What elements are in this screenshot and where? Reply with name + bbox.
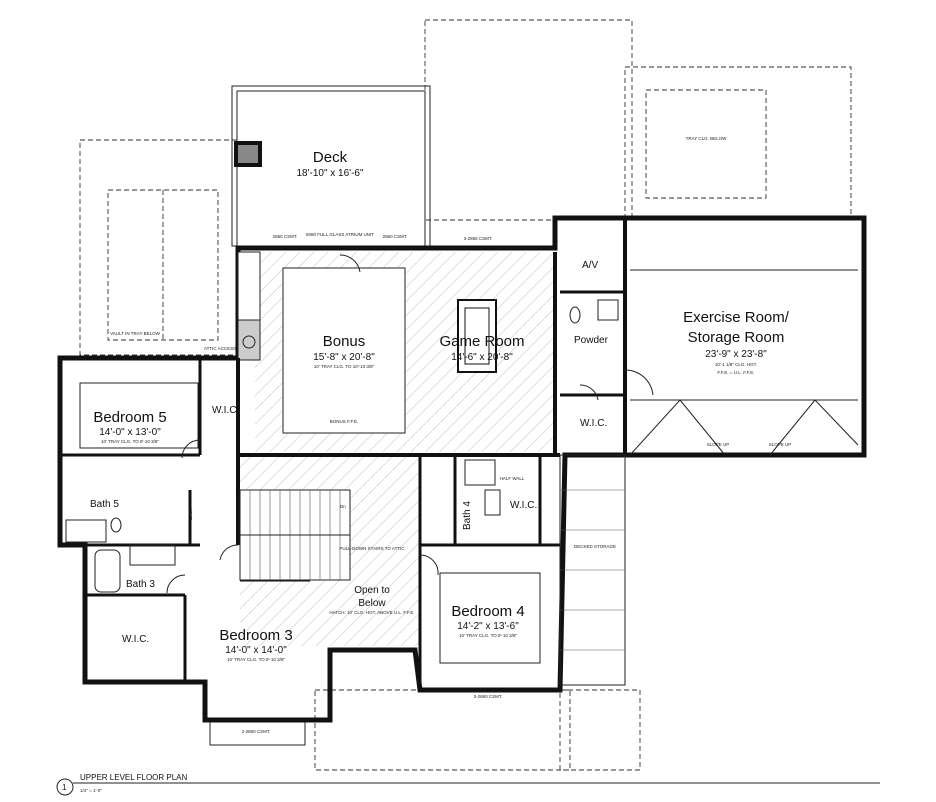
label-slope-1: SLOPE UP <box>707 442 730 447</box>
roof-outline-bottom-right <box>559 689 641 771</box>
skylight <box>457 299 497 373</box>
label-bath4: Bath 4 <box>462 501 473 530</box>
room-bed4-note: 10' TRAY CLG. TO 9'-10 3/8" <box>459 633 517 638</box>
roof-outline-top <box>424 19 633 221</box>
label-door-pair: 5080 FULL GLASS ATRIUM UNIT <box>306 232 374 237</box>
roof-outline-bottom <box>314 689 571 771</box>
room-exercise-note: 10'-1 1/8" CLG. HGT. <box>715 362 757 367</box>
label-window-bed3: 2-2860 CSMT. <box>242 729 271 734</box>
label-slope-2: SLOPE UP <box>769 442 792 447</box>
room-bed3-name: Bedroom 3 <box>219 627 292 644</box>
bonus-tray <box>282 267 406 434</box>
stairs <box>239 489 351 581</box>
room-bed5-name: Bedroom 5 <box>93 409 166 426</box>
label-linen: Linen <box>188 508 193 520</box>
label-open-to: Open to <box>354 585 390 596</box>
label-bonus-ffe: BONUS F.F.E. <box>330 419 359 424</box>
plan-scale: 1/4" = 1'-0" <box>80 788 102 793</box>
room-bed5-note: 10' TRAY CLG. TO 9'-10 3/8" <box>101 439 159 444</box>
room-game-name: Game Room <box>439 333 524 350</box>
room-exercise-note-2: F.F.E. = U.L. F.F.E. <box>717 370 754 375</box>
label-decked-storage: DECKED STORAGE <box>574 544 616 549</box>
exterior-walls <box>57 215 867 723</box>
roof-outline-left <box>79 139 238 356</box>
label-vault: VAULT IN TRAY BELOW <box>110 331 161 336</box>
decked-storage <box>559 454 626 686</box>
label-attic-access: ATTIC ACCESS <box>204 346 236 351</box>
label-dn: Dn <box>340 504 346 509</box>
room-bed5-dim: 14'-0" x 13'-0" <box>99 427 161 438</box>
label-window-game: 3-2856 CSMT. <box>464 236 493 241</box>
label-bath5: Bath 5 <box>90 499 119 510</box>
plan-number-circle <box>56 778 74 796</box>
label-wic-powder: W.I.C. <box>580 418 607 429</box>
bed4-tray <box>439 572 541 664</box>
room-bonus-dim: 15'-8" x 20'-8" <box>313 352 375 363</box>
label-wic-bed5: W.I.C. <box>212 405 239 416</box>
room-exercise-name-2: Storage Room <box>688 329 785 346</box>
label-av: A/V <box>582 260 598 271</box>
roof-outline-right <box>624 66 852 218</box>
bath-fixtures <box>65 299 619 593</box>
label-wic-bath3: W.I.C. <box>122 634 149 645</box>
room-deck-dim: 18'-10" x 16'-6" <box>296 168 364 179</box>
room-exercise-dim: 23'-9" x 23'-8" <box>705 349 767 360</box>
tray-ceiling-outline <box>645 89 767 199</box>
room-game-dim: 14'-6" x 20'-8" <box>451 352 513 363</box>
door-swings <box>166 254 654 594</box>
room-exercise-name-1: Exercise Room/ <box>683 309 790 326</box>
plan-number: 1 <box>62 783 67 792</box>
label-wic-bed4: W.I.C. <box>510 500 537 511</box>
room-bed3-note: 10' TRAY CLG. TO 9'-10 3/8" <box>227 657 285 662</box>
label-below: Below <box>358 598 386 609</box>
plan-title: UPPER LEVEL FLOOR PLAN <box>80 773 188 782</box>
vault-outline <box>107 189 219 341</box>
label-bath3: Bath 3 <box>126 579 155 590</box>
label-powder: Powder <box>574 335 609 346</box>
label-tray-below: TRAY CLG. BELOW <box>686 136 728 141</box>
label-door-top-right: 2860 CSMT. <box>383 234 408 239</box>
label-window-bed4: 3-2860 CSMT. <box>474 694 503 699</box>
label-half-wall: HALF WALL <box>500 476 525 481</box>
room-bonus-name: Bonus <box>323 333 366 350</box>
label-door-top-left: 2860 CSMT. <box>273 234 298 239</box>
label-pulldown: PULL-DOWN STAIRS TO ATTIC <box>339 546 405 551</box>
room-bed4-name: Bedroom 4 <box>451 603 524 620</box>
bed5-tray <box>79 382 199 449</box>
room-bed4-dim: 14'-2" x 13'-6" <box>457 621 519 632</box>
room-bonus-note: 10' TRAY CLG. TO 10'-10 3/8" <box>314 364 375 369</box>
room-bed3-dim: 14'-0" x 14'-0" <box>225 645 287 656</box>
label-hatch: HATCH: 10' CLG. HGT. ABOVE U.L. F.F.E. <box>329 610 414 615</box>
room-deck-name: Deck <box>313 149 348 166</box>
